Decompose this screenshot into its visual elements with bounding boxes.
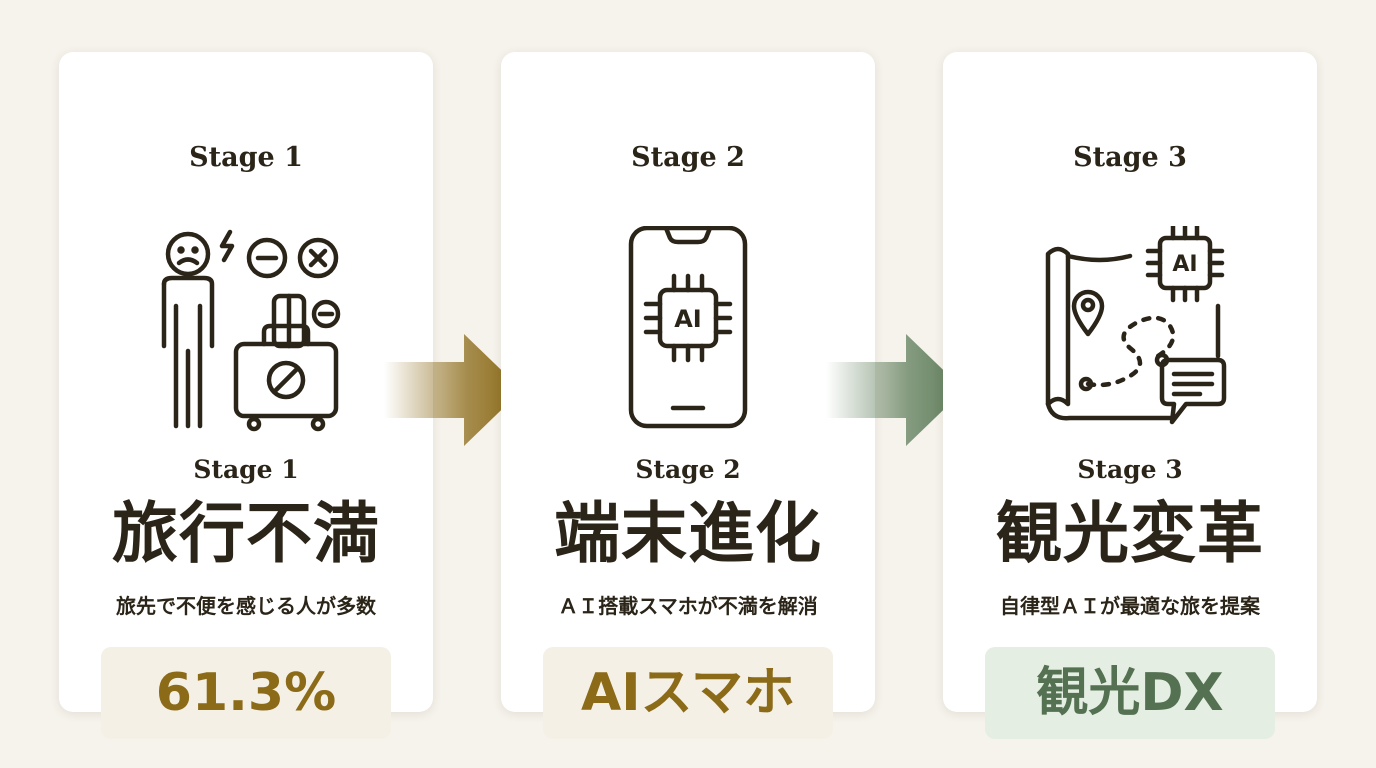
stage-label-mid: Stage 2 bbox=[635, 455, 741, 484]
stage-description: 自律型ＡＩが最適な旅を提案 bbox=[1000, 594, 1260, 618]
stage-card-3: Stage 3 AI Stage 3 観光変革 自律型ＡＩ bbox=[943, 52, 1317, 739]
stage-badge: 観光DX bbox=[985, 647, 1275, 739]
stage-badge: AIスマホ bbox=[543, 647, 833, 739]
chip-label: AI bbox=[1172, 252, 1197, 277]
ai-travel-map-icon: AI bbox=[1045, 226, 1227, 425]
right-arrow-icon bbox=[384, 334, 522, 446]
stage-label-mid: Stage 1 bbox=[193, 455, 299, 484]
stage-label-mid: Stage 3 bbox=[1077, 455, 1183, 484]
stage-badge: 61.3% bbox=[101, 647, 391, 739]
stage-description: 旅先で不便を感じる人が多数 bbox=[116, 594, 376, 618]
frustrated-traveler-luggage-icon bbox=[161, 229, 341, 432]
ai-smartphone-icon: AI bbox=[628, 226, 748, 429]
right-arrow-icon bbox=[826, 334, 964, 446]
stage-label-top: Stage 1 bbox=[189, 142, 303, 173]
stage-description: ＡＩ搭載スマホが不満を解消 bbox=[558, 594, 818, 618]
stage-card-1: Stage 1 Stage 1 旅行不満 旅先 bbox=[59, 52, 433, 739]
stage-label-top: Stage 2 bbox=[631, 142, 745, 173]
chip-label: AI bbox=[674, 305, 702, 333]
stage-headline: 端末進化 bbox=[554, 494, 822, 572]
stage-label-top: Stage 3 bbox=[1073, 142, 1187, 173]
stage-headline: 旅行不満 bbox=[112, 494, 380, 572]
stage-card-2: Stage 2 AI Stage 2 端末進化 ＡＩ搭載スマホが不満を解消 AI… bbox=[501, 52, 875, 739]
stage-headline: 観光変革 bbox=[996, 494, 1264, 572]
